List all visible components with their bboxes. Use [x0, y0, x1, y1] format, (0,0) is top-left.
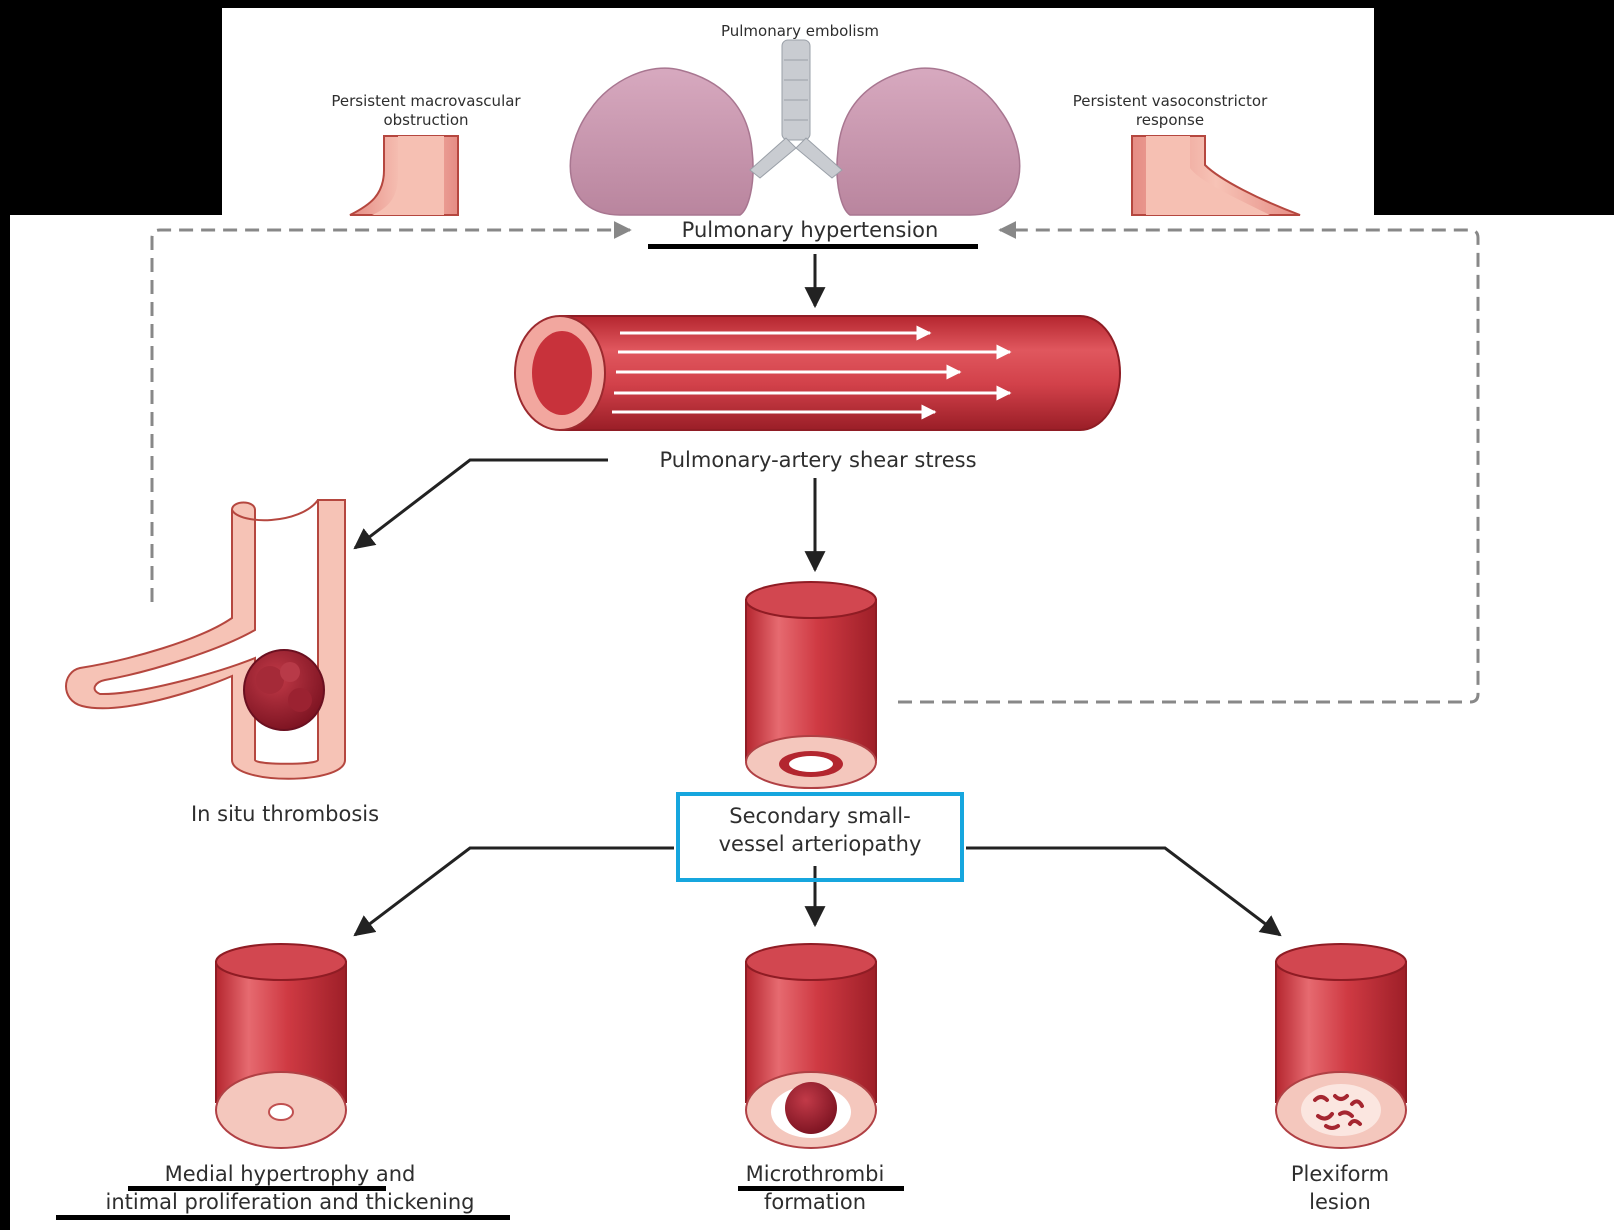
- vasoconstrictor-vessel-illustration: [1132, 136, 1300, 215]
- in-situ-thrombosis-illustration: [66, 500, 345, 779]
- underline-medial-hypertrophy: [128, 1186, 386, 1191]
- microthrombi-vessel: [746, 944, 876, 1148]
- label-in-situ-thrombosis: In situ thrombosis: [150, 800, 420, 828]
- label-plexiform-lesion: Plexiform lesion: [1240, 1160, 1440, 1216]
- underline-pulmonary-hypertension: [648, 244, 978, 249]
- label-small-vessel-arteriopathy: Secondary small- vessel arteriopathy: [686, 802, 954, 858]
- label-vasoconstrictor-response: Persistent vasoconstrictor response: [1020, 92, 1320, 130]
- macrovascular-vessel-illustration: [350, 136, 458, 215]
- label-shear-stress: Pulmonary-artery shear stress: [608, 446, 1028, 474]
- label-pulmonary-embolism: Pulmonary embolism: [640, 22, 960, 41]
- label-pulmonary-hypertension: Pulmonary hypertension: [640, 216, 980, 244]
- pulmonary-artery-illustration: [515, 316, 1120, 430]
- label-macrovascular-obstruction: Persistent macrovascular obstruction: [276, 92, 576, 130]
- lungs-illustration: [570, 40, 1019, 215]
- underline-microthrombi: [738, 1186, 904, 1191]
- center-vessel-illustration: [746, 582, 876, 788]
- medial-hypertrophy-vessel: [216, 944, 346, 1148]
- plexiform-vessel: [1276, 944, 1406, 1148]
- underline-intimal-proliferation: [56, 1215, 510, 1220]
